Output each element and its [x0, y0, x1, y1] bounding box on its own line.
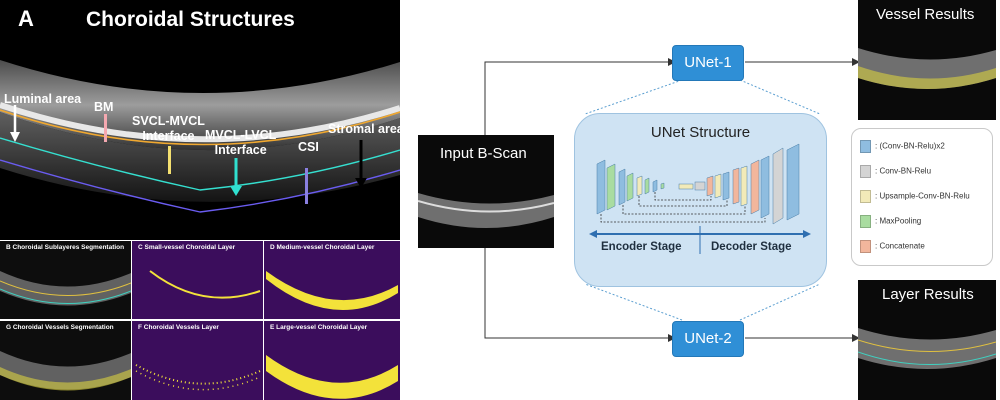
input-bscan-image: Input B-Scan [418, 135, 554, 248]
vessel-results-image: Vessel Results [858, 0, 996, 120]
layer-results-graphic [858, 328, 996, 369]
vessel-results-label: Vessel Results [876, 6, 975, 23]
panel-letter: A [18, 6, 34, 31]
tile-g-title: G Choroidal Vessels Segmentation [6, 324, 114, 331]
tile-f-title: F Choroidal Vessels Layer [138, 324, 219, 331]
panel-a-choroidal-structures: A Choroidal Structures Luminal area BM S… [0, 0, 404, 240]
decoder-stage-label: Decoder Stage [711, 241, 792, 253]
label-stromal-area: Stromal area [328, 122, 404, 136]
encoder-stage-label: Encoder Stage [601, 241, 682, 253]
tile-d-image [266, 271, 398, 311]
tile-e-title: E Large-vessel Choroidal Layer [270, 324, 368, 331]
label-bm: BM [94, 100, 114, 114]
pipeline-connectors [484, 58, 860, 342]
vessel-results-graphic [858, 48, 996, 89]
label-mvcl-lvcl: MVCL-LVCL Interface [205, 128, 277, 157]
tile-g-image [0, 351, 131, 391]
unet-architecture-graphic [589, 143, 811, 254]
tile-f-vessels-layer: F Choroidal Vessels Layer [132, 321, 263, 400]
tile-d-medium-vessel: D Medium-vessel Choroidal Layer [264, 241, 400, 319]
tile-b-title: B Choroidal Sublayeres Segmentation [6, 244, 125, 251]
tile-b-image [0, 271, 131, 306]
input-bscan-graphic [418, 193, 554, 228]
unet-structure-box: UNet Structure Encoder Stage Decode [574, 113, 827, 287]
unet-2-block: UNet-2 [672, 321, 744, 357]
tile-e-image [266, 355, 398, 399]
label-svcl-mvcl: SVCL-MVCL Interface [132, 114, 205, 143]
panel-title: Choroidal Structures [86, 8, 295, 31]
legend: : (Conv-BN-Relu)x2 : Conv-BN-Relu : Upsa… [851, 128, 993, 266]
unet-structure-title: UNet Structure [650, 124, 751, 141]
legend-item-conv-x2: : (Conv-BN-Relu)x2 [860, 140, 945, 154]
label-luminal-area: Luminal area [4, 92, 82, 106]
tile-c-title: C Small-vessel Choroidal Layer [138, 244, 236, 251]
legend-item-upsample: : Upsample-Conv-BN-Relu [860, 190, 970, 204]
label-csi: CSI [298, 140, 319, 154]
tile-d-title: D Medium-vessel Choroidal Layer [270, 244, 375, 251]
legend-item-conv: : Conv-BN-Relu [860, 165, 931, 179]
tile-g-vessel-segmentation: G Choroidal Vessels Segmentation [0, 321, 131, 400]
tile-c-image [149, 270, 261, 299]
tile-f-image [135, 364, 261, 391]
layer-results-image: Layer Results [858, 280, 996, 400]
tile-b-sublayer-segmentation: B Choroidal Sublayeres Segmentation [0, 241, 131, 319]
input-bscan-label: Input B-Scan [440, 145, 527, 162]
tile-e-large-vessel: E Large-vessel Choroidal Layer [264, 321, 400, 400]
unet-1-block: UNet-1 [672, 45, 744, 81]
legend-item-maxpooling: : MaxPooling [860, 215, 921, 229]
legend-item-concatenate: : Concatenate [860, 240, 925, 254]
layer-results-label: Layer Results [882, 286, 974, 303]
oct-scan-image [0, 60, 400, 213]
tile-c-small-vessel: C Small-vessel Choroidal Layer [132, 241, 263, 319]
